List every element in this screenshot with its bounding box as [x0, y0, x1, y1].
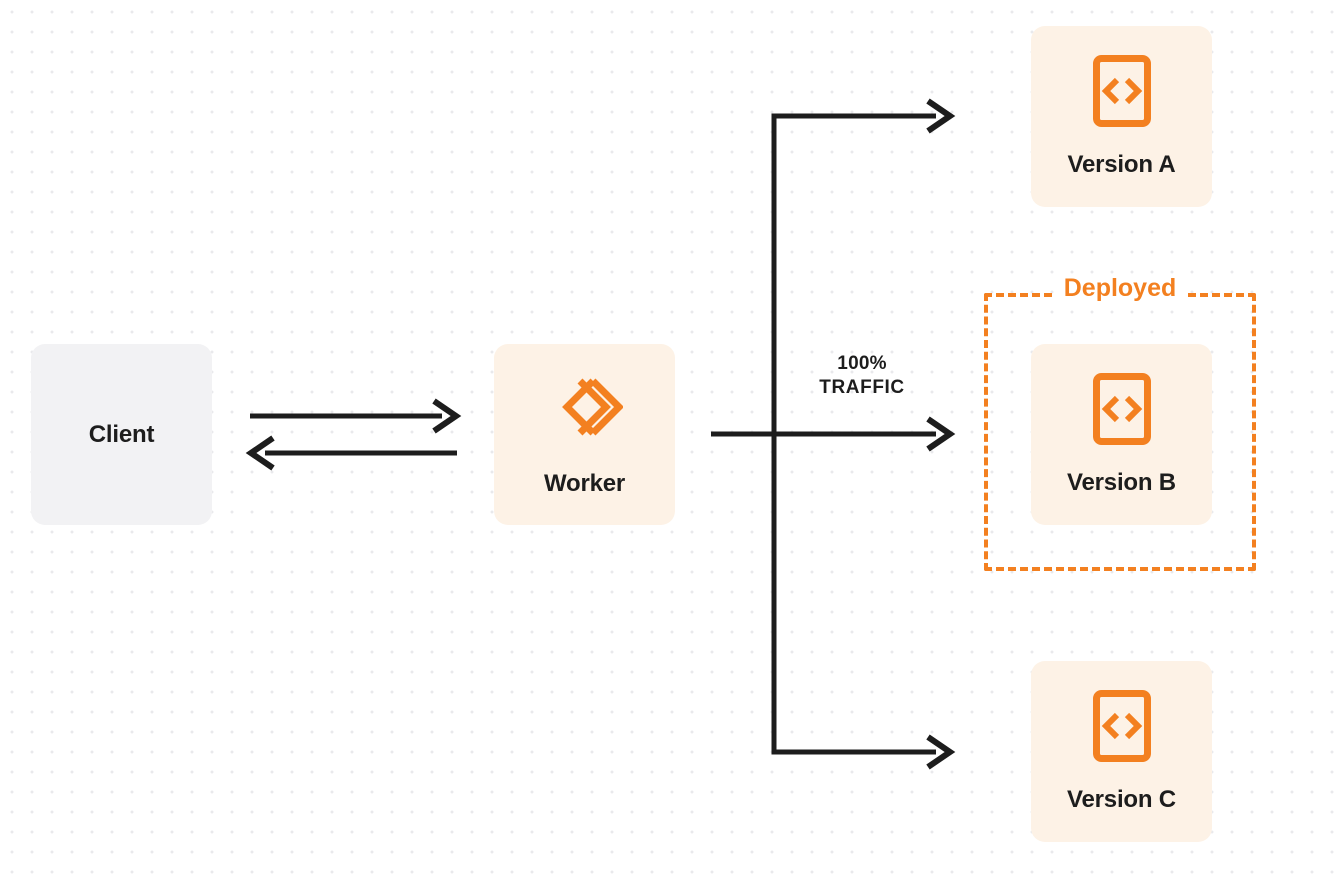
node-worker[interactable]: Worker	[494, 344, 675, 525]
edge-arrow-version-b	[711, 416, 956, 452]
code-brackets-icon	[1092, 689, 1152, 768]
cloudflare-workers-logo-icon	[547, 369, 624, 450]
edge-arrow-version-a	[926, 98, 956, 134]
node-version-c[interactable]: Version C	[1031, 661, 1212, 842]
node-version-b[interactable]: Version B	[1031, 344, 1212, 525]
node-version-b-label: Version B	[1067, 469, 1176, 496]
edge-client-to-worker	[250, 398, 462, 434]
edge-worker-to-client	[245, 435, 457, 471]
node-version-a-label: Version A	[1067, 151, 1176, 178]
traffic-word: TRAFFIC	[819, 377, 905, 399]
node-version-a[interactable]: Version A	[1031, 26, 1212, 207]
code-brackets-icon	[1092, 54, 1152, 133]
edge-worker-branch-trunk	[771, 113, 936, 755]
traffic-percent-value: 100%	[837, 353, 887, 374]
node-version-c-label: Version C	[1067, 786, 1176, 813]
edge-arrow-version-c	[926, 734, 956, 770]
traffic-percentage-label: 100% TRAFFIC	[782, 352, 942, 401]
node-worker-label: Worker	[543, 470, 626, 497]
deployed-group-label: Deployed	[1053, 276, 1187, 301]
node-client-label: Client	[88, 420, 155, 448]
node-client[interactable]: Client	[31, 344, 212, 525]
code-brackets-icon	[1092, 372, 1152, 451]
